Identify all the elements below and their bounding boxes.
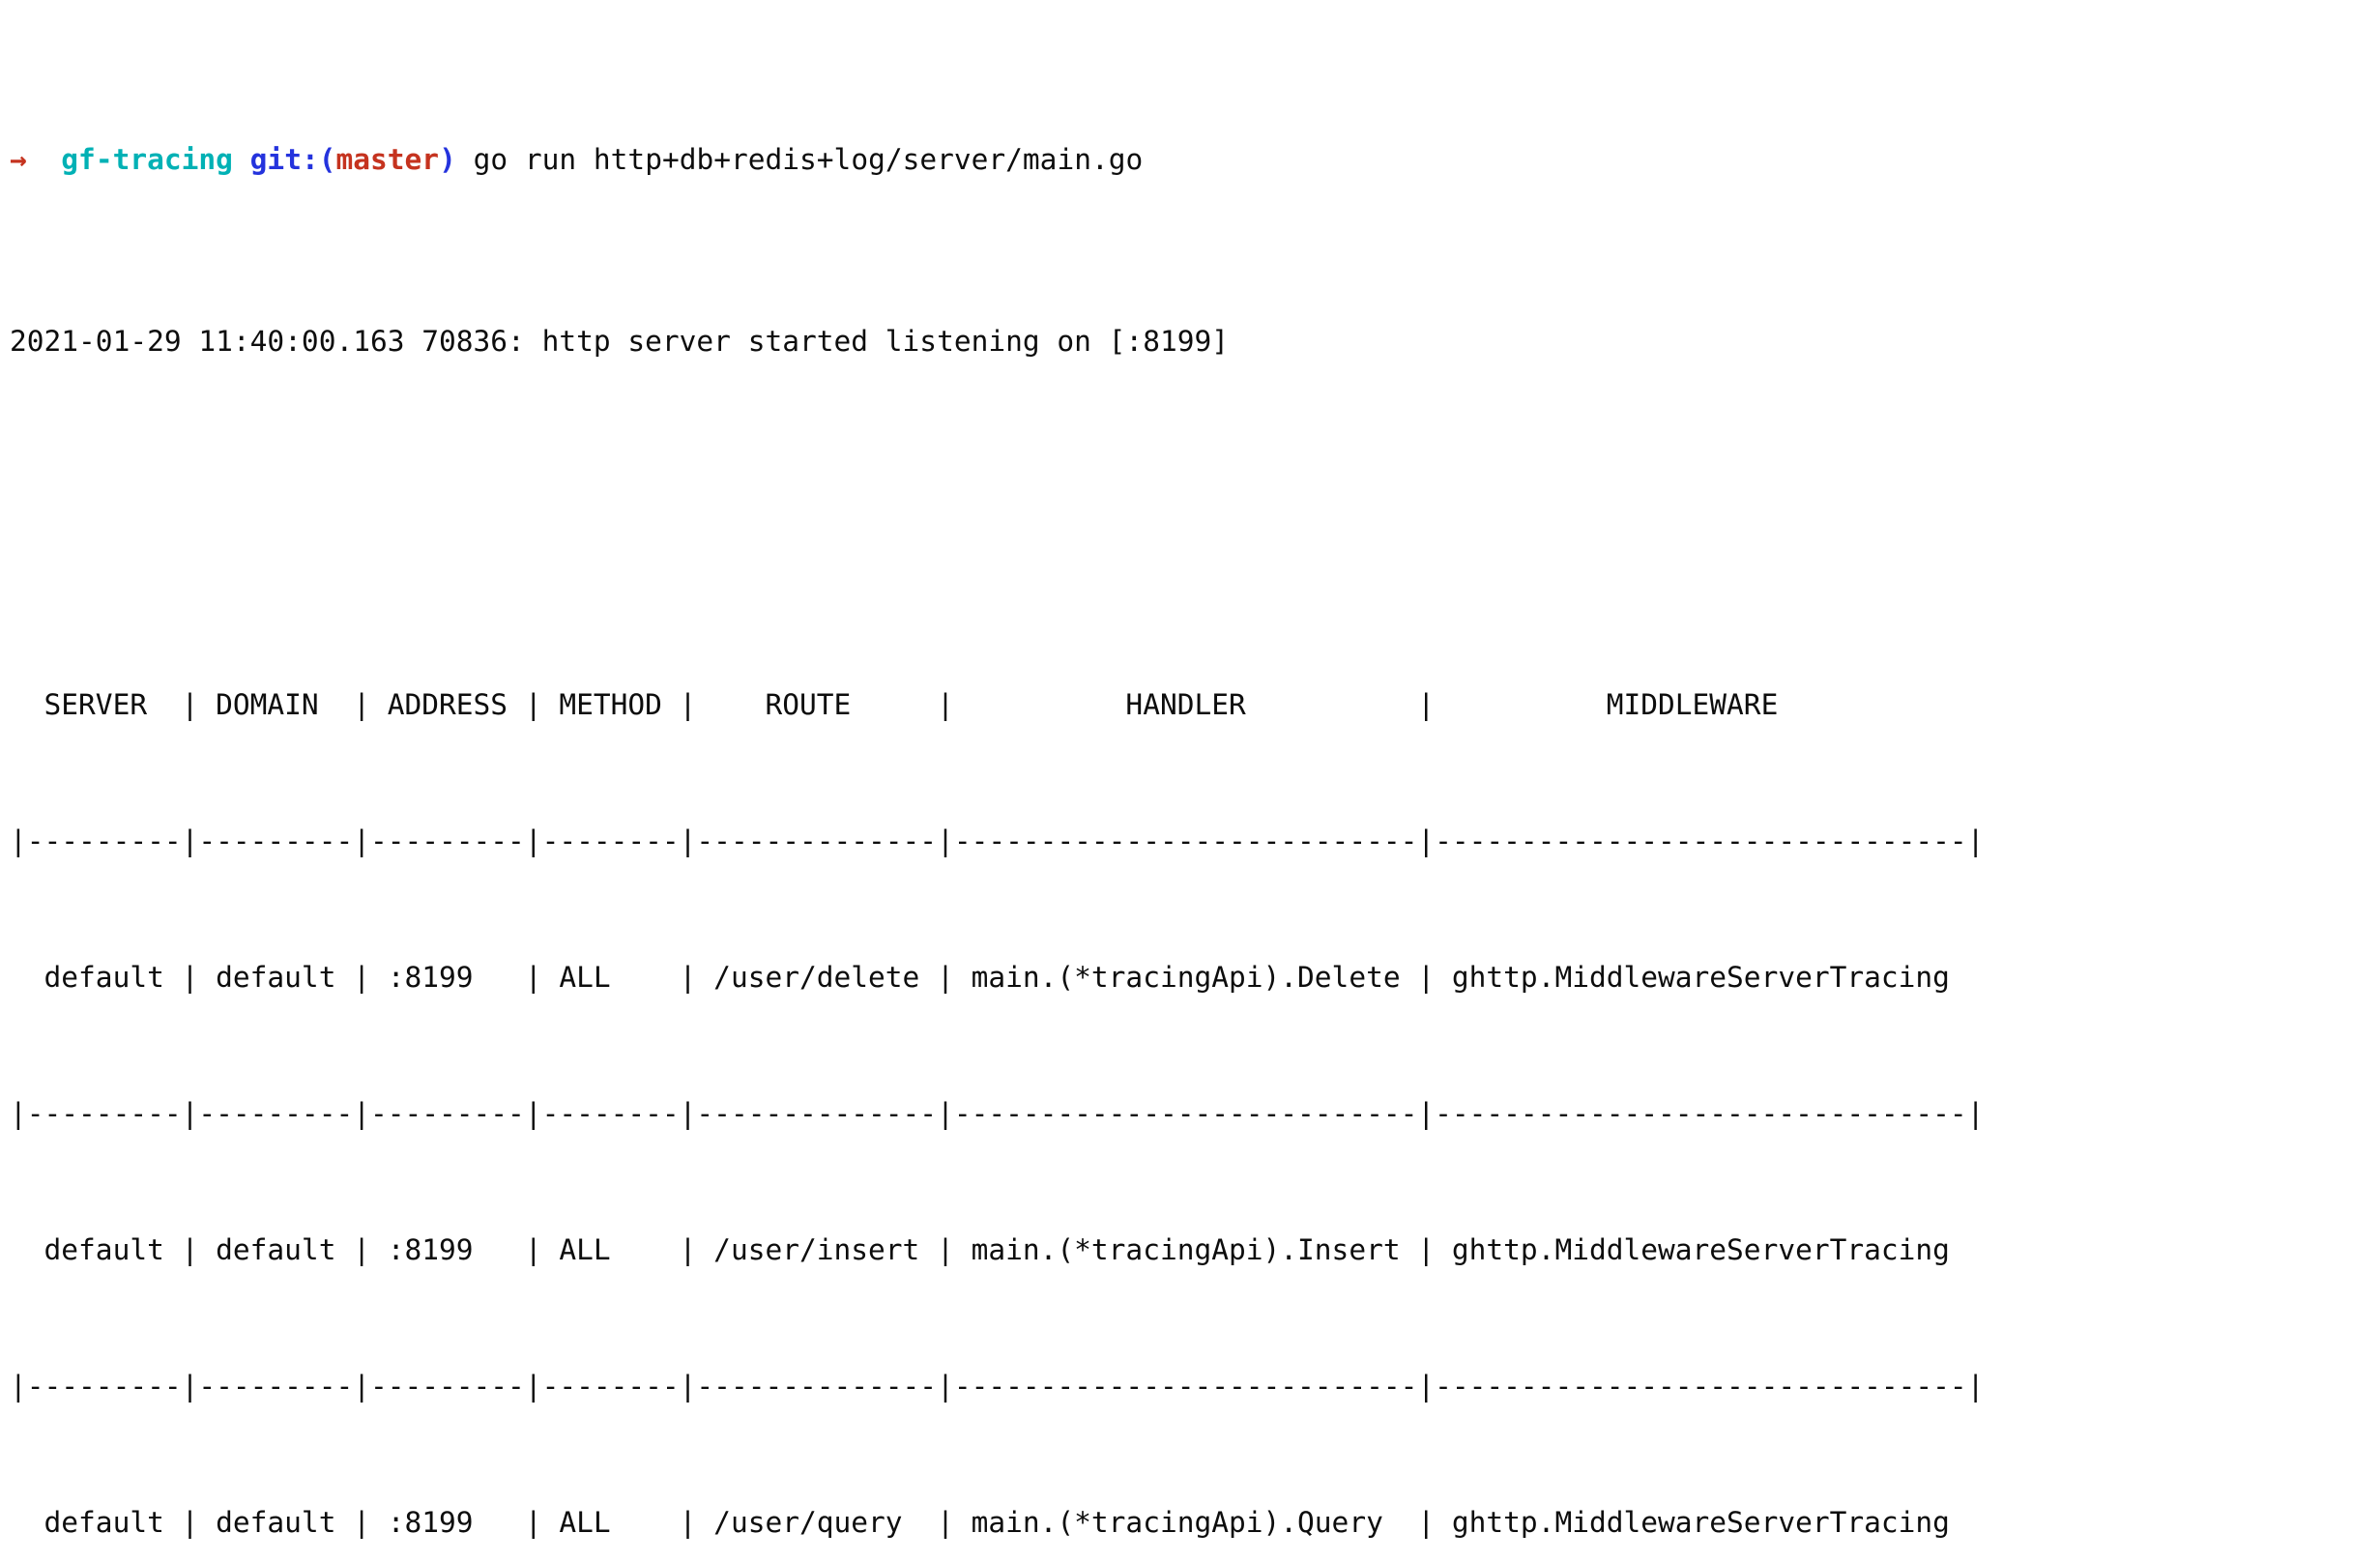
table-separator-line: |---------|---------|---------|--------|… (10, 1370, 1985, 1403)
table-row-line: default | default | :8199 | ALL | /user/… (10, 1233, 1967, 1266)
startup-log-line: 2021-01-29 11:40:00.163 70836: http serv… (10, 325, 1229, 358)
table-row-line: default | default | :8199 | ALL | /user/… (10, 1506, 1967, 1539)
table-separator-line: |---------|---------|---------|--------|… (10, 1097, 1985, 1130)
prompt-spacing (27, 143, 62, 176)
prompt-spacing (233, 143, 250, 176)
prompt-command: go run http+db+redis+log/server/main.go (455, 143, 1144, 176)
shell-prompt-line: → gf-tracing git:(master) go run http+db… (10, 137, 2380, 183)
prompt-arrow-icon: → (10, 143, 27, 176)
git-prefix: git:( (249, 143, 336, 176)
git-branch: master (335, 143, 440, 176)
prompt-directory: gf-tracing (61, 143, 233, 176)
table-header-line: SERVER | DOMAIN | ADDRESS | METHOD | ROU… (10, 688, 1967, 721)
blank-line (10, 501, 2380, 546)
git-suffix: ) (439, 143, 456, 176)
table-row-line: default | default | :8199 | ALL | /user/… (10, 961, 1967, 994)
table-separator-line: |---------|---------|---------|--------|… (10, 824, 1985, 857)
